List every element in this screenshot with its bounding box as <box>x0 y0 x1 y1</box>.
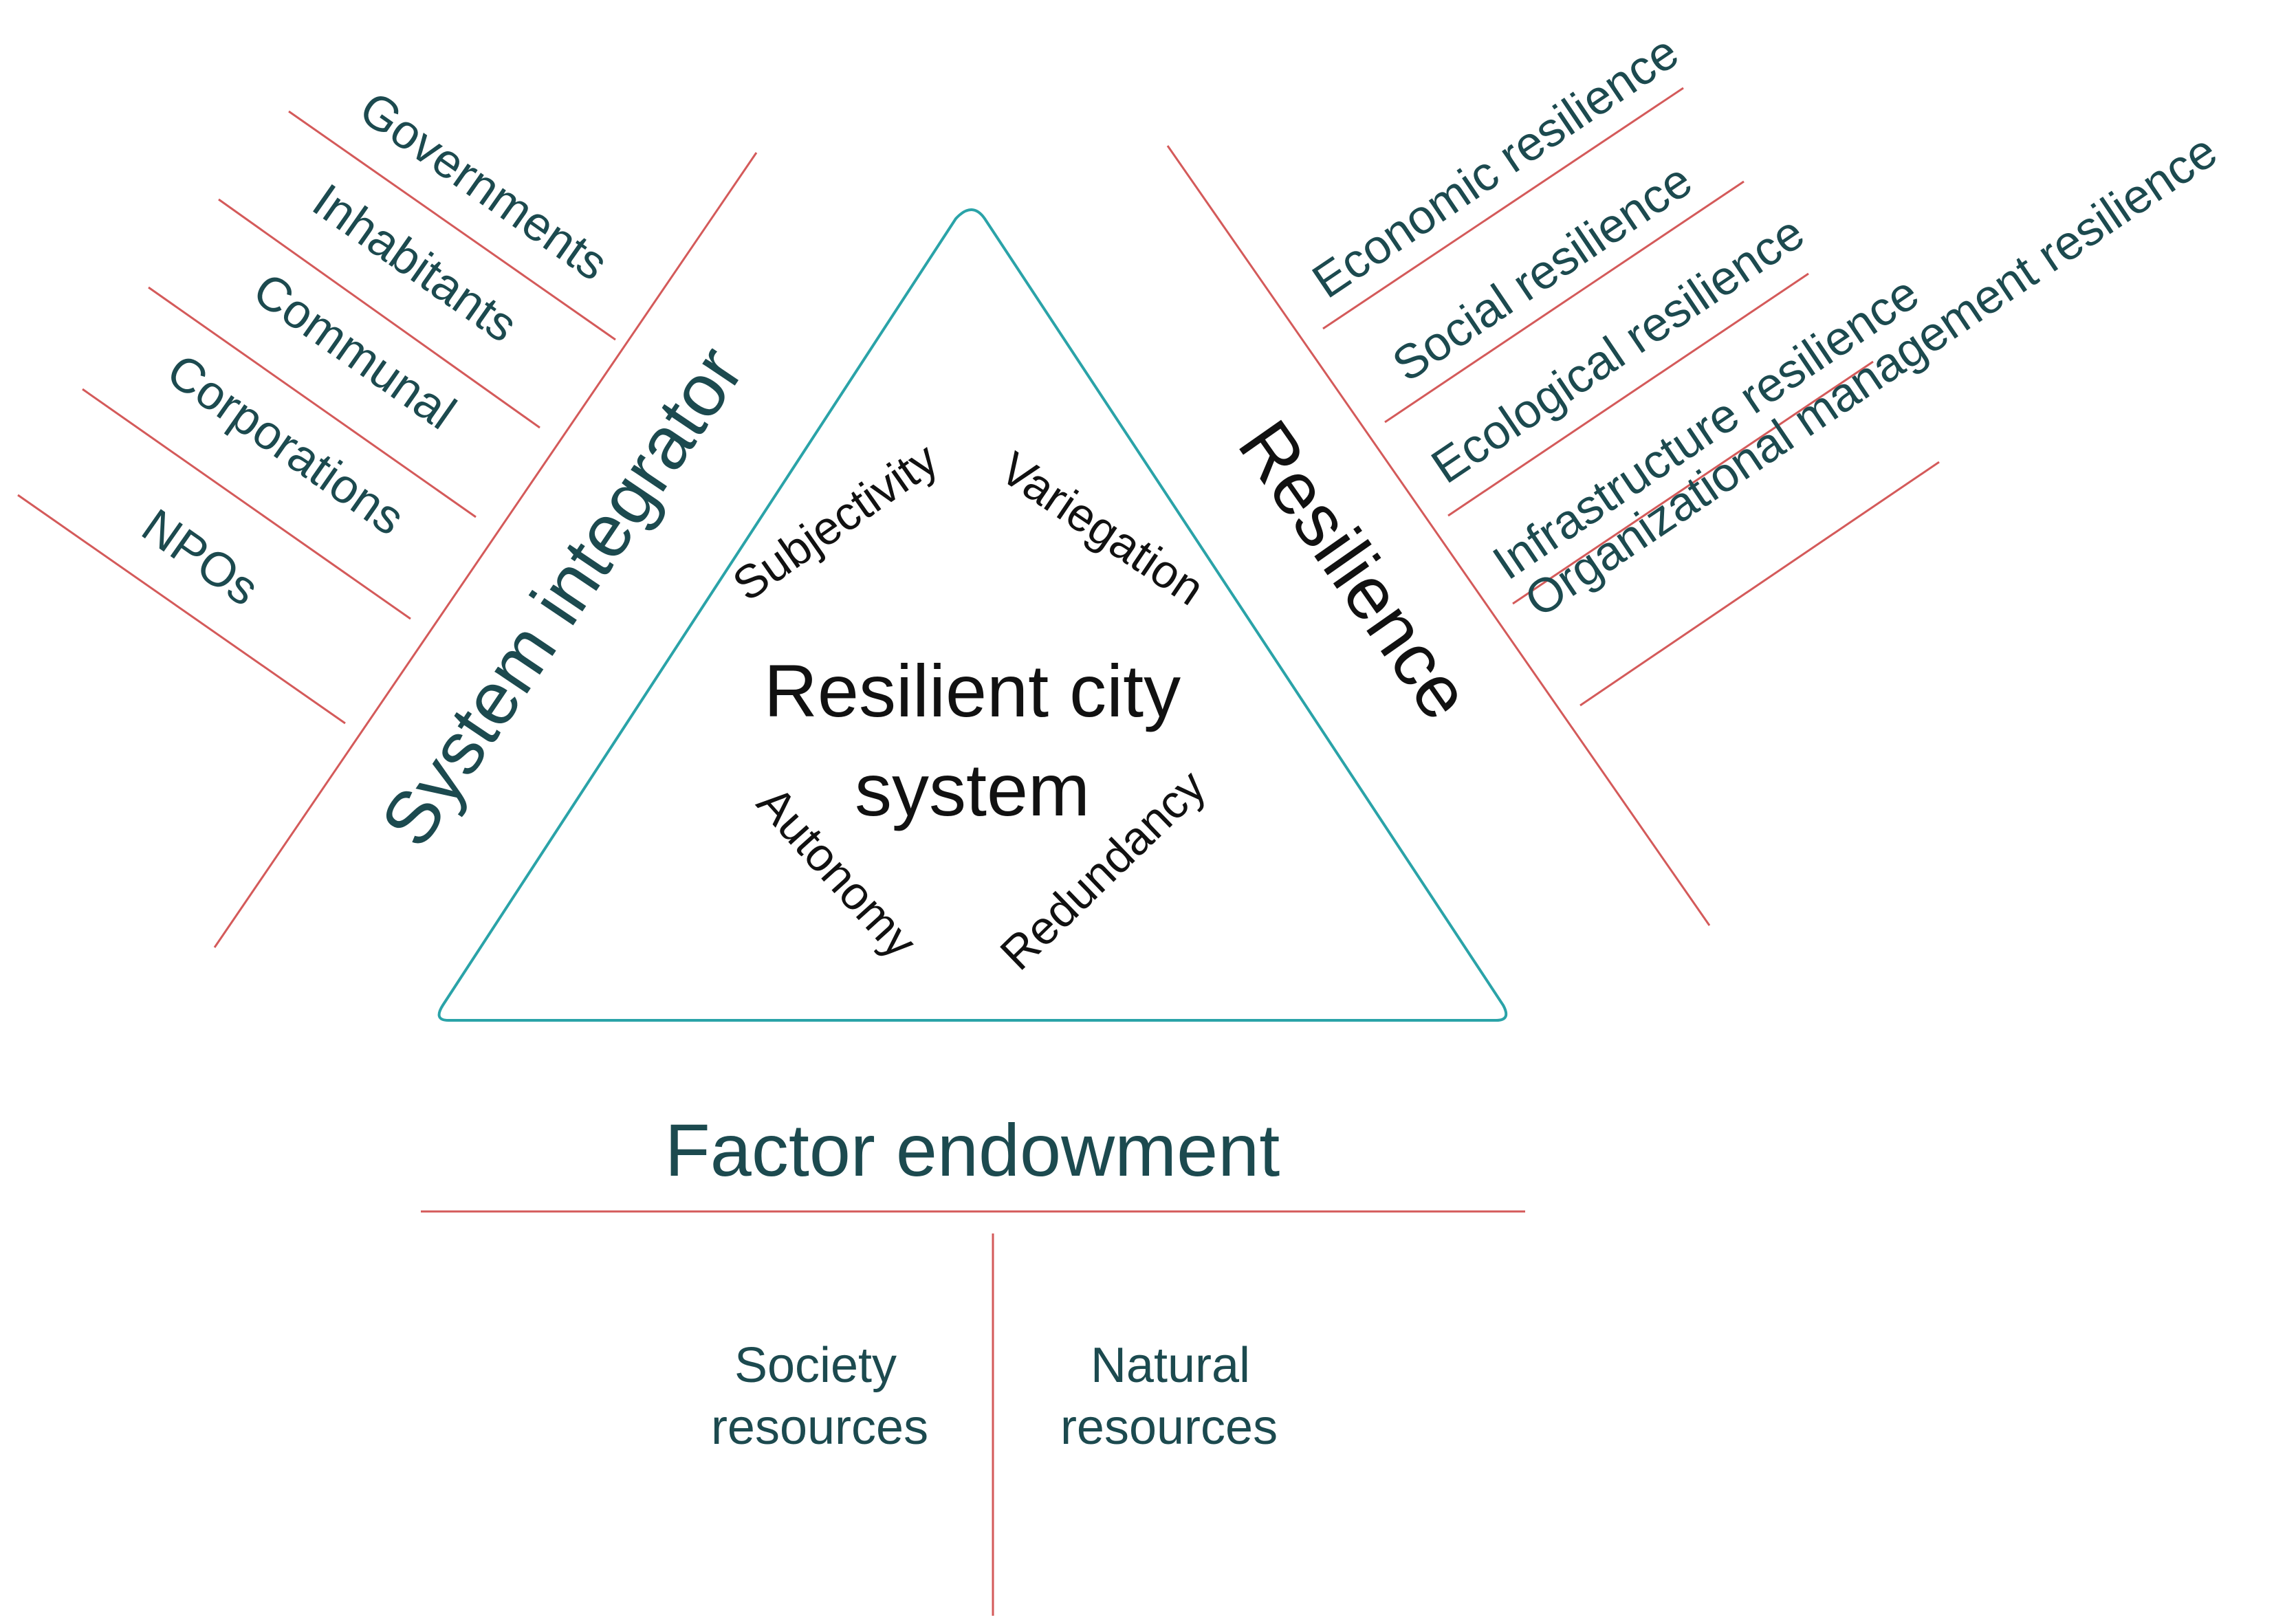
center-title-line1: Resilient city <box>764 649 1181 732</box>
trait-variegation: Variegation <box>991 442 1214 616</box>
left-main-line <box>213 152 758 948</box>
right-branch-labels: Resilience Economic resilience Social re… <box>1223 25 2226 734</box>
right-item-economic: Economic resilience <box>1303 25 1688 309</box>
society-resources-line2: resources <box>711 1400 928 1455</box>
right-rib-social <box>1384 180 1745 424</box>
left-rib-inhabitants <box>218 198 540 429</box>
bottom-branch-labels: Factor endowment Society resources Natur… <box>665 1108 1280 1455</box>
center-labels: Resilient city system Subjectivity Varie… <box>723 432 1216 980</box>
right-rib-organizational <box>1579 461 1940 707</box>
bottom-branch-lines <box>421 1210 1525 1616</box>
center-title-line2: system <box>855 748 1090 831</box>
right-rib-infrastructure <box>1512 360 1874 605</box>
right-rib-ecological <box>1447 272 1809 517</box>
right-main-line <box>1166 145 1711 926</box>
left-rib-corporations <box>82 388 411 620</box>
right-branch-lines <box>1166 87 1940 926</box>
right-rib-economic <box>1322 87 1684 330</box>
left-rib-communal <box>148 286 477 518</box>
left-rib-governments <box>288 110 616 341</box>
society-resources-line1: Society <box>734 1338 897 1393</box>
natural-resources-line2: resources <box>1060 1400 1278 1455</box>
natural-resources-line1: Natural <box>1091 1338 1250 1393</box>
left-branch-lines <box>17 110 758 948</box>
left-rib-npos <box>17 494 346 725</box>
left-item-npos: NPOs <box>133 498 269 616</box>
bottom-branch-title: Factor endowment <box>665 1108 1280 1192</box>
left-branch-labels: System integrator Governments Inhabitant… <box>133 81 759 861</box>
center-triangle <box>437 208 1508 1022</box>
